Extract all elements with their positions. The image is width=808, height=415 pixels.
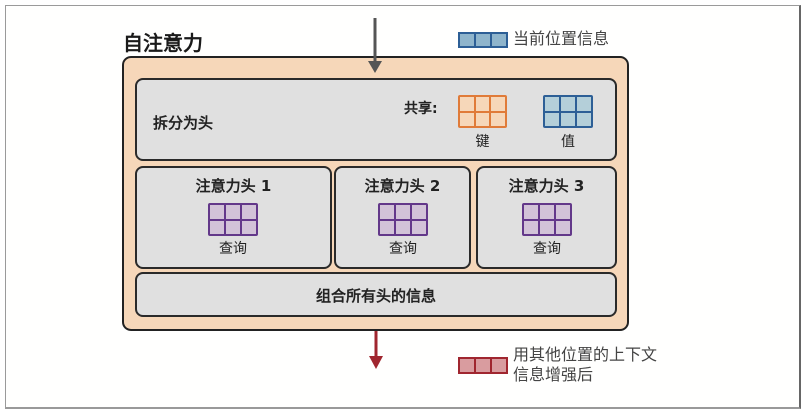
enhanced-legend-text-line2: 信息增强后 xyxy=(513,365,594,384)
output-arrow-head xyxy=(369,356,383,369)
split-heads-label: 拆分为头 xyxy=(153,114,214,132)
current-position-legend-text: 当前位置信息 xyxy=(513,29,610,48)
query-label-1: 查询 xyxy=(219,241,247,257)
attention-head-3 xyxy=(476,166,617,269)
enhanced-legend-swatch xyxy=(458,357,508,374)
combine-heads-box xyxy=(135,272,617,317)
attention-head-3-title: 注意力头 3 xyxy=(508,177,585,195)
key-matrix-icon xyxy=(458,95,507,128)
value-matrix-icon xyxy=(543,95,593,128)
value-label: 值 xyxy=(561,134,575,150)
shared-label: 共享: xyxy=(404,101,438,117)
query-label-3: 查询 xyxy=(533,241,561,257)
attention-head-1-title: 注意力头 1 xyxy=(195,177,272,195)
combine-heads-label: 组合所有头的信息 xyxy=(315,287,436,305)
key-label: 键 xyxy=(475,134,490,150)
query-matrix-icon xyxy=(208,203,258,236)
diagram-title: 自注意力 xyxy=(123,31,203,55)
query-matrix-icon xyxy=(378,203,428,236)
attention-head-2-title: 注意力头 2 xyxy=(364,177,441,195)
input-arrow-head xyxy=(368,61,382,73)
enhanced-legend-text-line1: 用其他位置的上下文 xyxy=(513,345,658,364)
split-heads-box xyxy=(135,78,617,161)
query-label-2: 查询 xyxy=(389,241,417,257)
current-position-legend-swatch xyxy=(458,32,508,48)
query-matrix-icon xyxy=(522,203,572,236)
